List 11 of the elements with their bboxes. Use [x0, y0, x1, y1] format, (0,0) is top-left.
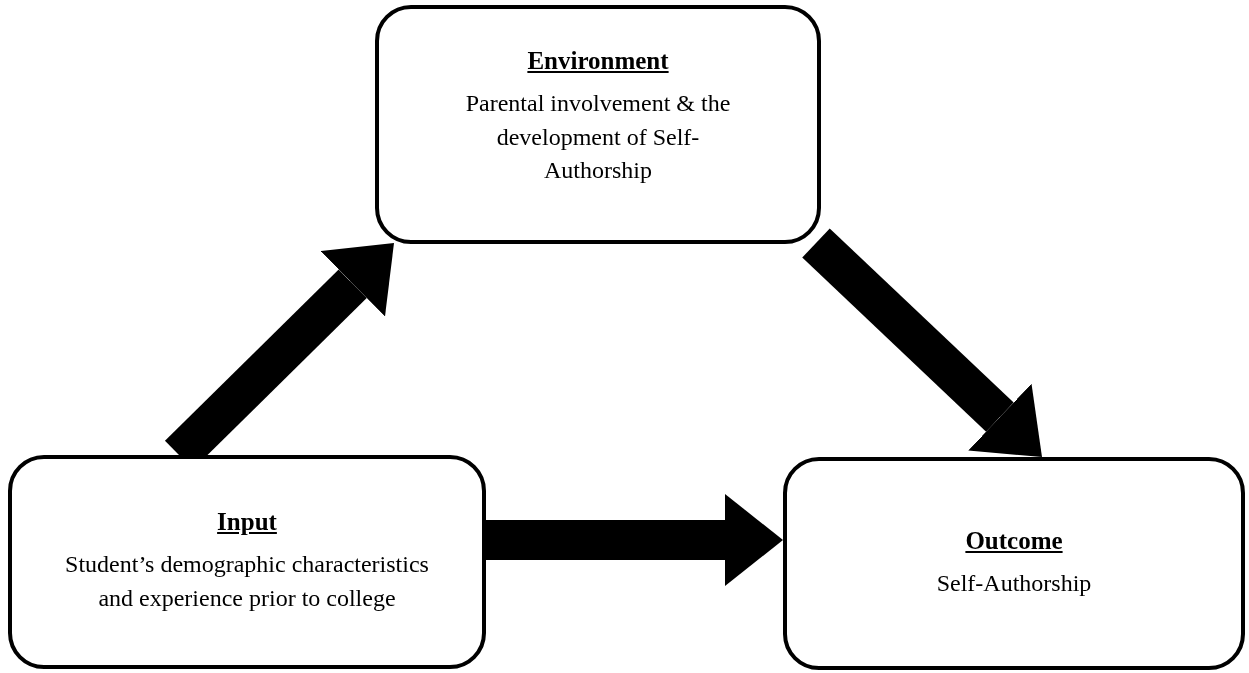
block-arrow: [486, 494, 783, 586]
rounded-box: [783, 457, 1245, 670]
box-description: Student’s demographic characteristics and experience prior to college: [64, 550, 430, 613]
box-heading: Environment: [527, 47, 669, 76]
box-heading: Input: [217, 508, 277, 537]
rounded-box: [8, 455, 486, 669]
box-description: Parental involvement & the development of Self-Authorship: [464, 89, 732, 186]
block-arrow: [802, 228, 1042, 457]
box-description: Self-Authorship: [936, 568, 1092, 598]
rounded-box: [375, 5, 821, 244]
box-heading: Outcome: [965, 526, 1063, 555]
